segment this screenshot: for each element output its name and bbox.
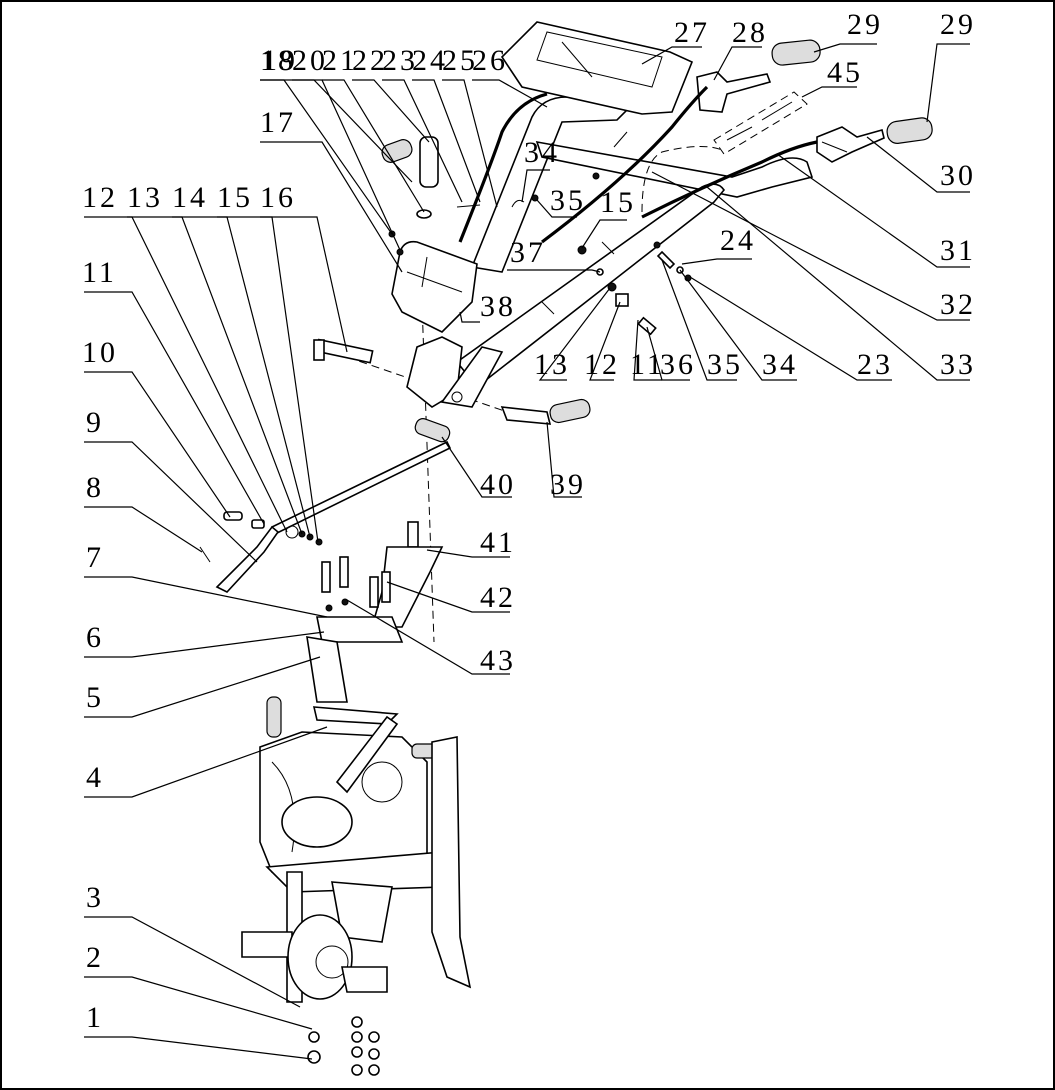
callout-22: 22 bbox=[352, 44, 388, 77]
handle-bracket bbox=[391, 240, 478, 333]
callout-39: 39 bbox=[550, 468, 586, 501]
callout-11b: 11 bbox=[630, 348, 665, 381]
callout-36: 36 bbox=[660, 348, 696, 381]
callout-11: 11 bbox=[82, 256, 117, 289]
callout-12: 12 bbox=[82, 181, 118, 214]
callout-6: 6 bbox=[86, 621, 104, 654]
callout-14: 14 bbox=[172, 181, 208, 214]
callout-42: 42 bbox=[480, 581, 516, 614]
callout-12b: 12 bbox=[584, 348, 620, 381]
callout-9: 9 bbox=[86, 406, 104, 439]
callout-35a: 35 bbox=[550, 184, 586, 217]
callout-27: 27 bbox=[674, 16, 710, 49]
callout-17: 17 bbox=[260, 106, 296, 139]
callout-20: 20 bbox=[292, 44, 328, 77]
shift-grip bbox=[414, 418, 451, 443]
callout-15b: 15 bbox=[600, 186, 636, 219]
callout-34a: 34 bbox=[524, 136, 560, 169]
callout-29a: 29 bbox=[847, 8, 883, 41]
column-mount bbox=[316, 521, 444, 643]
callout-5: 5 bbox=[86, 681, 104, 714]
side-handle bbox=[500, 398, 591, 425]
callout-labels: 1 2 3 4 5 6 7 8 9 10 11 12 13 14 15 16 1… bbox=[82, 8, 976, 1034]
callout-15: 15 bbox=[217, 181, 253, 214]
callout-43: 43 bbox=[480, 644, 516, 677]
callout-18: 18 bbox=[260, 44, 296, 77]
nuts-washers bbox=[307, 1016, 380, 1076]
callout-30: 30 bbox=[940, 159, 976, 192]
gearbox bbox=[259, 696, 453, 893]
callout-21: 21 bbox=[322, 44, 358, 77]
mount-plate bbox=[306, 636, 348, 703]
callout-37: 37 bbox=[510, 236, 546, 269]
assembly-illustration bbox=[199, 21, 933, 1076]
handle-pivot bbox=[406, 336, 504, 408]
callout-35b: 35 bbox=[707, 348, 743, 381]
callout-24b: 24 bbox=[720, 224, 756, 257]
output-hub bbox=[241, 914, 388, 1000]
control-panel bbox=[500, 21, 694, 115]
callout-13: 13 bbox=[127, 181, 163, 214]
callout-3: 3 bbox=[86, 881, 104, 914]
callout-4: 4 bbox=[86, 761, 104, 794]
callout-38: 38 bbox=[480, 290, 516, 323]
callout-13b: 13 bbox=[534, 348, 570, 381]
cable-mid bbox=[541, 85, 709, 244]
cable-adjuster bbox=[713, 91, 808, 155]
callout-33: 33 bbox=[940, 348, 976, 381]
callout-24: 24 bbox=[412, 44, 448, 77]
callout-25: 25 bbox=[442, 44, 478, 77]
callout-8: 8 bbox=[86, 471, 104, 504]
callout-31: 31 bbox=[940, 234, 976, 267]
callout-34b: 34 bbox=[762, 348, 798, 381]
left-grip bbox=[696, 39, 821, 113]
right-grip bbox=[816, 117, 933, 163]
callout-2: 2 bbox=[86, 941, 104, 974]
callout-7: 7 bbox=[86, 541, 104, 574]
callout-19-top: 19 bbox=[262, 44, 298, 77]
leader-lines bbox=[84, 43, 970, 1060]
callout-40: 40 bbox=[480, 468, 516, 501]
callout-23b: 23 bbox=[857, 348, 893, 381]
callout-26: 26 bbox=[472, 44, 508, 77]
callout-1: 1 bbox=[86, 1001, 104, 1034]
cable-left bbox=[458, 92, 548, 243]
callout-16: 16 bbox=[260, 181, 296, 214]
callout-41: 41 bbox=[480, 526, 516, 559]
handle-knob bbox=[381, 136, 439, 219]
callout-23: 23 bbox=[382, 44, 418, 77]
pivot-bolt bbox=[313, 338, 374, 364]
small-fasteners bbox=[388, 131, 692, 336]
callout-28: 28 bbox=[732, 16, 768, 49]
cable-right bbox=[641, 140, 818, 219]
callout-29b: 29 bbox=[940, 8, 976, 41]
callout-32: 32 bbox=[940, 288, 976, 321]
callout-45: 45 bbox=[827, 56, 863, 89]
callout-10: 10 bbox=[82, 336, 118, 369]
